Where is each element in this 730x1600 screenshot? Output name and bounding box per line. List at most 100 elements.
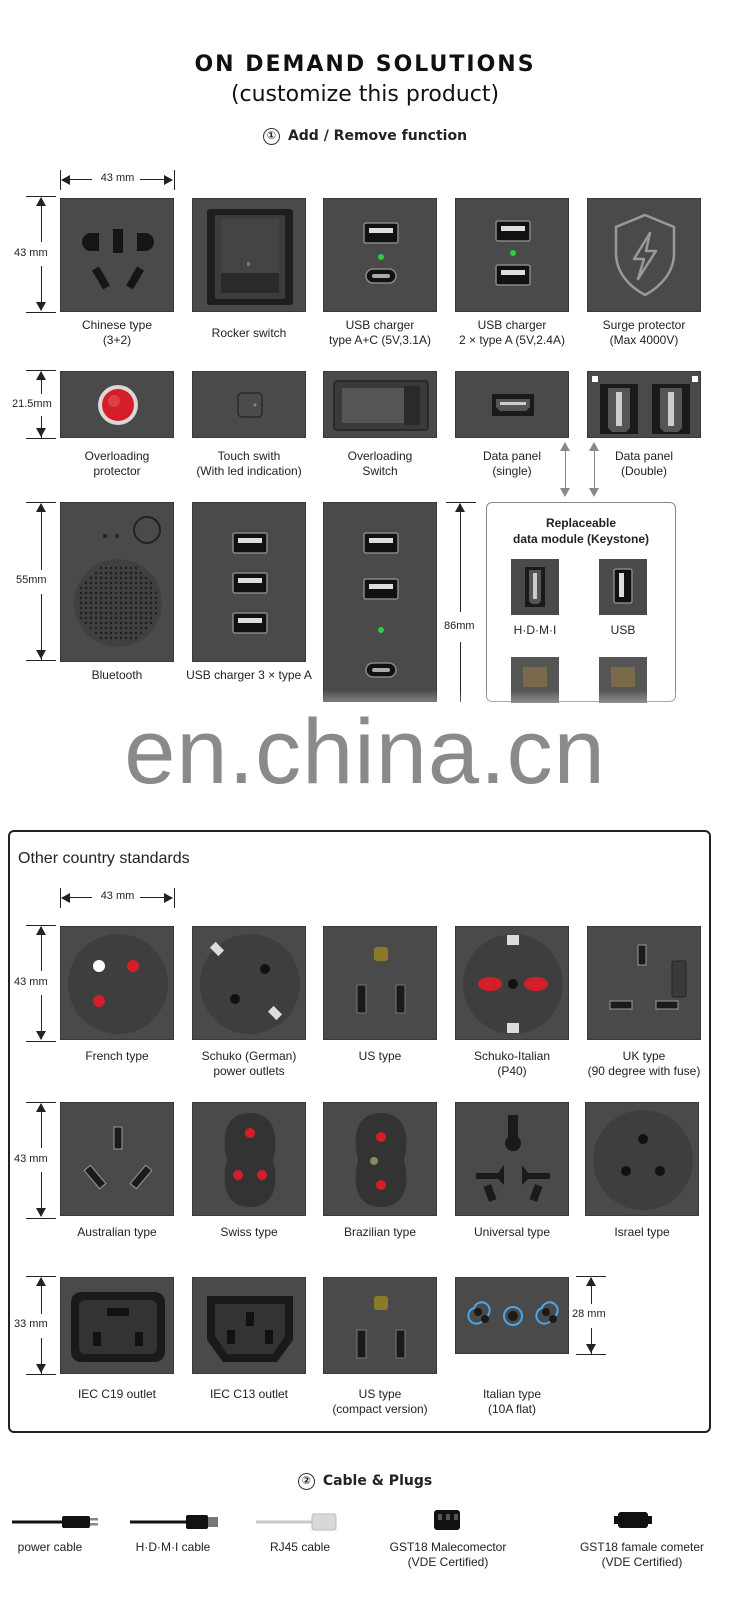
keystone-module-box: Replaceable data module (Keystone) H·D·M… [486, 502, 676, 703]
caption-touch-switch: Touch swith(With led indication) [196, 449, 302, 478]
caption-rocker-switch: Rocker switch [211, 326, 287, 340]
section-heading-cables: ② Cable & Plugs [0, 1473, 730, 1490]
australian-socket-icon [83, 1126, 153, 1190]
watermark: en.china.cn [124, 701, 606, 803]
toggle-switch-icon [333, 380, 429, 431]
tile-schuko [192, 926, 306, 1040]
keystone-usb-label: USB [610, 623, 636, 637]
hdmi-port-icon [492, 394, 534, 416]
french-socket-icon [68, 934, 168, 1034]
caption-us-compact: US type(compact version) [332, 1387, 428, 1416]
caption-schuko-italian: Schuko-Italian(P40) [473, 1049, 551, 1078]
universal-socket-icon [476, 1115, 550, 1202]
caption-rj45-cable: RJ45 cable [269, 1540, 331, 1554]
keystone-usb-tile [599, 559, 647, 615]
section-label: Cable & Plugs [322, 1473, 433, 1489]
tile-us-compact [323, 1277, 437, 1374]
tile-data-panel-single [455, 371, 569, 438]
gst18-male-connector-icon [428, 1506, 468, 1534]
speaker-icon [74, 516, 162, 647]
fade-overlay [0, 690, 730, 830]
usb-3a-icon [232, 532, 268, 634]
caption-bluetooth: Bluetooth [91, 668, 143, 682]
dimension-height-33: 33 mm [14, 1276, 60, 1376]
caption-french: French type [85, 1049, 149, 1063]
keystone-hdmi-tile [511, 559, 559, 615]
italian-socket-icon [467, 1301, 559, 1326]
tile-australian [60, 1102, 174, 1216]
other-standards-title: Other country standards [18, 850, 190, 867]
tile-overloading-switch [323, 371, 437, 438]
dimension-height-86: 86mm [440, 502, 482, 702]
tile-schuko-italian [455, 926, 569, 1040]
caption-power-cable: power cable [17, 1540, 83, 1554]
tile-brazilian [323, 1102, 437, 1216]
caption-us: US type [358, 1049, 402, 1063]
keystone-title: Replaceable [545, 516, 617, 530]
iec-c13-socket-icon [207, 1296, 293, 1362]
tile-uk [587, 926, 701, 1040]
tile-touch-switch [192, 371, 306, 438]
tile-surge-protector [587, 198, 701, 312]
gst18-female-connector-icon [614, 1506, 654, 1534]
tile-usb-2a [455, 198, 569, 312]
caption-usb-3a: USB charger 3 × type A [186, 668, 312, 682]
caption-iec-c13: IEC C13 outlet [209, 1387, 289, 1401]
tile-overloading-protector [60, 371, 174, 438]
page-title: ON DEMAND SOLUTIONS [194, 52, 536, 77]
caption-australian: Australian type [77, 1225, 157, 1239]
rj45-cable-icon [256, 1508, 346, 1532]
usb-a-c-icon [363, 222, 399, 284]
double-arrows [560, 442, 610, 497]
caption-gst18-female: GST18 famale cometer(VDE Certified) [579, 1540, 705, 1569]
swiss-socket-icon [224, 1113, 276, 1207]
caption-swiss: Swiss type [220, 1225, 278, 1239]
tile-usb-3a [192, 502, 306, 662]
tile-iec-c19 [60, 1277, 174, 1374]
keystone-subtitle: data module (Keystone) [512, 532, 650, 546]
tile-french [60, 926, 174, 1040]
shield-lightning-icon [614, 213, 676, 297]
caption-israel: Israel type [614, 1225, 670, 1239]
other-standards-panel [8, 830, 711, 1433]
caption-hdmi-cable: H·D·M·I cable [135, 1540, 211, 1554]
dimension-width-43-b: 43 mm [60, 888, 175, 908]
usb-port-icon [613, 568, 633, 604]
brazilian-socket-icon [355, 1113, 407, 1207]
dimension-width-43: 43 mm [60, 170, 175, 190]
tile-iec-c13 [192, 1277, 306, 1374]
caption-iec-c19: IEC C19 outlet [77, 1387, 157, 1401]
caption-gst18-male: GST18 Malecomector(VDE Certified) [389, 1540, 507, 1569]
chinese-socket-icon [82, 229, 154, 290]
us-socket-icon [356, 947, 406, 1014]
dimension-height-28: 28 mm [570, 1276, 616, 1356]
page-subtitle: (customize this product) [230, 82, 500, 107]
section-number: ② [297, 1473, 315, 1490]
rocker-switch-icon [207, 209, 293, 305]
touch-button-icon [237, 392, 263, 418]
section-number: ① [262, 128, 280, 145]
tile-swiss [192, 1102, 306, 1216]
section-label: Add / Remove function [287, 128, 468, 144]
uk-socket-icon [609, 944, 687, 1010]
keystone-hdmi-label: H·D·M·I [513, 623, 557, 637]
tile-data-panel-double [587, 371, 701, 438]
tile-italian-flat [455, 1277, 569, 1354]
schuko-socket-icon [200, 934, 300, 1034]
tile-us [323, 926, 437, 1040]
tile-israel [585, 1102, 699, 1216]
caption-italian-flat: Italian type(10A flat) [482, 1387, 542, 1416]
caption-data-panel-single: Data panel(single) [482, 449, 542, 478]
dimension-height-21-5: 21.5mm [12, 370, 60, 440]
caption-schuko: Schuko (German)power outlets [201, 1049, 297, 1078]
tile-universal [455, 1102, 569, 1216]
tile-usb-a-c [323, 198, 437, 312]
caption-surge-protector: Surge protector(Max 4000V) [602, 318, 686, 347]
caption-chinese-type: Chinese type(3+2) [81, 318, 153, 347]
us-compact-socket-icon [356, 1296, 406, 1359]
dimension-height-43-b: 43 mm [14, 925, 60, 1043]
